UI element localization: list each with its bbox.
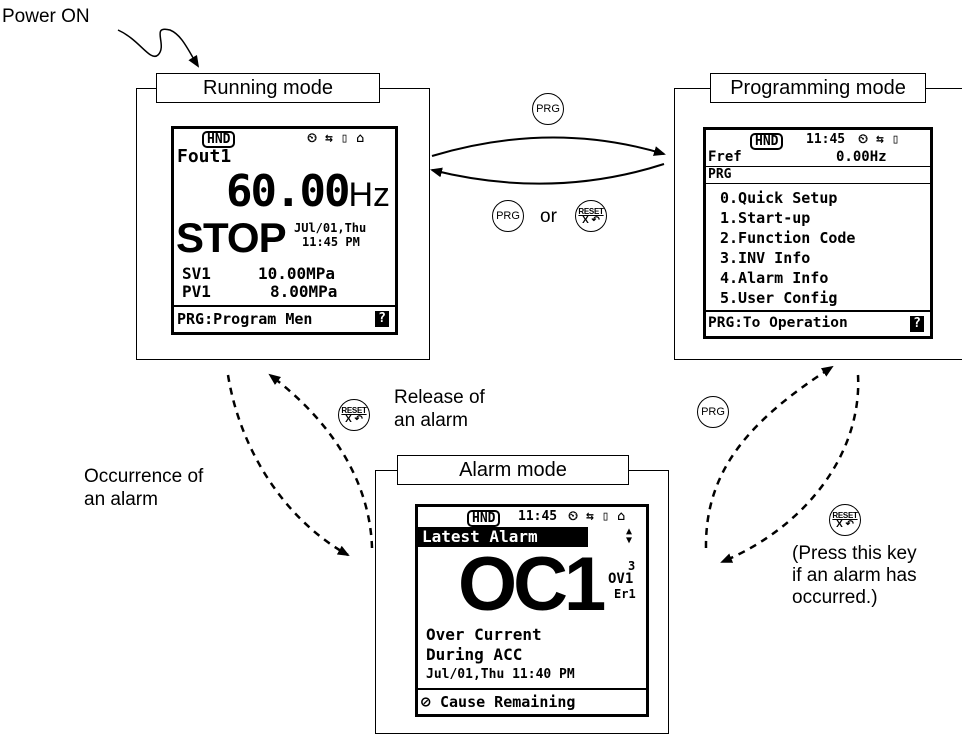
run-time: 11:45 PM [302, 235, 360, 249]
alarm-screen: HND 11:45 ⏲ ⇆ ▯ ⌂ Latest Alarm ▲▼ OC1 3 … [415, 504, 649, 717]
fref-value: 0.00Hz [836, 149, 887, 165]
or-label: or [540, 206, 557, 227]
alarm-footer: ⊘ Cause Remaining [418, 688, 646, 714]
alarm-timestamp: Jul/01,Thu 11:40 PM [426, 667, 575, 682]
reset-key-top[interactable]: RESET X ↶ [575, 200, 607, 232]
pv-value: 8.00MPa [270, 282, 338, 301]
alarm-mode-title: Alarm mode [397, 455, 629, 485]
arrow-prog-to-run [430, 163, 665, 185]
alarm-status-icons: ⏲ ⇆ ▯ ⌂ [568, 509, 626, 524]
release-label-line1: Release of [394, 387, 485, 408]
freq-unit: Hz [348, 176, 391, 214]
prog-time: 11:45 [806, 132, 846, 147]
running-param-name: Fout1 [177, 146, 232, 167]
release-label-line2: an alarm [394, 410, 468, 431]
reset-key-symbol: X ↶ [836, 519, 854, 530]
reset-key-release[interactable]: RESET X ↶ [338, 399, 370, 431]
occurrence-label-line2: an alarm [84, 489, 158, 510]
running-freq: 60.00Hz [226, 169, 390, 215]
run-state: STOP [176, 214, 287, 261]
reset-key-label: RESET [341, 406, 367, 415]
occurrence-label-line1: Occurrence of [84, 466, 204, 487]
reset-key-symbol: X ↶ [345, 414, 363, 425]
help-icon: ? [910, 316, 924, 332]
arrow-prog-to-alarm [720, 374, 860, 564]
prg-key-bottom[interactable]: PRG [492, 200, 524, 232]
running-screen: HND ⏲ ⇆ ▯ ⌂ Fout1 60.00Hz STOP JUl/01,Th… [171, 126, 398, 335]
alarm-desc1: Over Current [426, 625, 542, 644]
pv-label: PV1 [182, 282, 211, 301]
prog-status-icons: ⏲ ⇆ ▯ [858, 132, 900, 147]
menu-item-quick-setup[interactable]: 0.Quick Setup [720, 189, 838, 207]
programming-footer-text: PRG:To Operation [708, 315, 848, 331]
reset-key-label: RESET [578, 207, 604, 216]
menu-item-inv-info[interactable]: 3.INV Info [720, 249, 811, 267]
hnd-badge: HND [467, 510, 501, 527]
status-icons: ⏲ ⇆ ▯ ⌂ [307, 131, 365, 146]
latest-alarm-header: Latest Alarm [418, 527, 588, 547]
press-label-line3: occurred.) [792, 587, 878, 608]
sv-value: 10.00MPa [258, 264, 336, 283]
arrow-run-to-prog [431, 136, 666, 157]
alarm-count: 3 [628, 559, 636, 573]
menu-item-alarm-info[interactable]: 4.Alarm Info [720, 269, 829, 287]
running-mode-title: Running mode [156, 73, 380, 103]
prog-section: PRG [706, 166, 930, 184]
menu-item-user-config[interactable]: 5.User Config [720, 289, 838, 307]
alarm-code: OC1 [458, 542, 606, 627]
freq-value: 60.00 [226, 166, 350, 217]
alarm-desc2: During ACC [426, 645, 523, 664]
hnd-badge: HND [202, 131, 236, 148]
hnd-badge: HND [750, 133, 784, 150]
prog-menu: 0.Quick Setup 1.Start-up 2.Function Code… [720, 188, 855, 308]
run-date: JUl/01,Thu [294, 221, 367, 235]
reset-key-press[interactable]: RESET X ↶ [829, 504, 861, 536]
press-label-line2: if an alarm has [792, 565, 917, 586]
running-status-bar: HND ⏲ ⇆ ▯ ⌂ [174, 131, 395, 149]
arrow-run-to-alarm [226, 374, 350, 557]
power-on-label: Power ON [2, 6, 90, 27]
alarm-time: 11:45 [518, 509, 558, 524]
fref-label: Fref [708, 149, 742, 165]
help-icon: ? [375, 311, 389, 327]
prg-key-top[interactable]: PRG [532, 93, 564, 125]
reset-key-symbol: X ↶ [582, 215, 600, 226]
cause-icon: ⊘ [421, 692, 431, 711]
alarm-footer-text: Cause Remaining [440, 693, 576, 711]
alarm-prev1: OV1 [608, 571, 634, 587]
running-footer: PRG:Program Men ? [174, 305, 395, 332]
sv-label: SV1 [182, 264, 211, 283]
programming-screen: HND 11:45 ⏲ ⇆ ▯ Fref 0.00Hz PRG 0.Quick … [703, 127, 933, 339]
press-label-line1: (Press this key [792, 543, 917, 564]
running-footer-text: PRG:Program Men [177, 310, 313, 328]
reset-key-label: RESET [832, 511, 858, 520]
power-on-arrow [117, 28, 200, 68]
prog-section-label: PRG [708, 167, 732, 182]
prg-key-alarm[interactable]: PRG [697, 396, 729, 428]
menu-item-function-code[interactable]: 2.Function Code [720, 229, 856, 247]
programming-mode-title: Programming mode [710, 73, 926, 103]
arrow-alarm-to-prog [704, 365, 834, 549]
programming-footer: PRG:To Operation ? [706, 310, 930, 336]
menu-item-start-up[interactable]: 1.Start-up [720, 209, 811, 227]
scroll-icon: ▲▼ [626, 526, 633, 546]
alarm-prev2: Er1 [614, 587, 636, 601]
